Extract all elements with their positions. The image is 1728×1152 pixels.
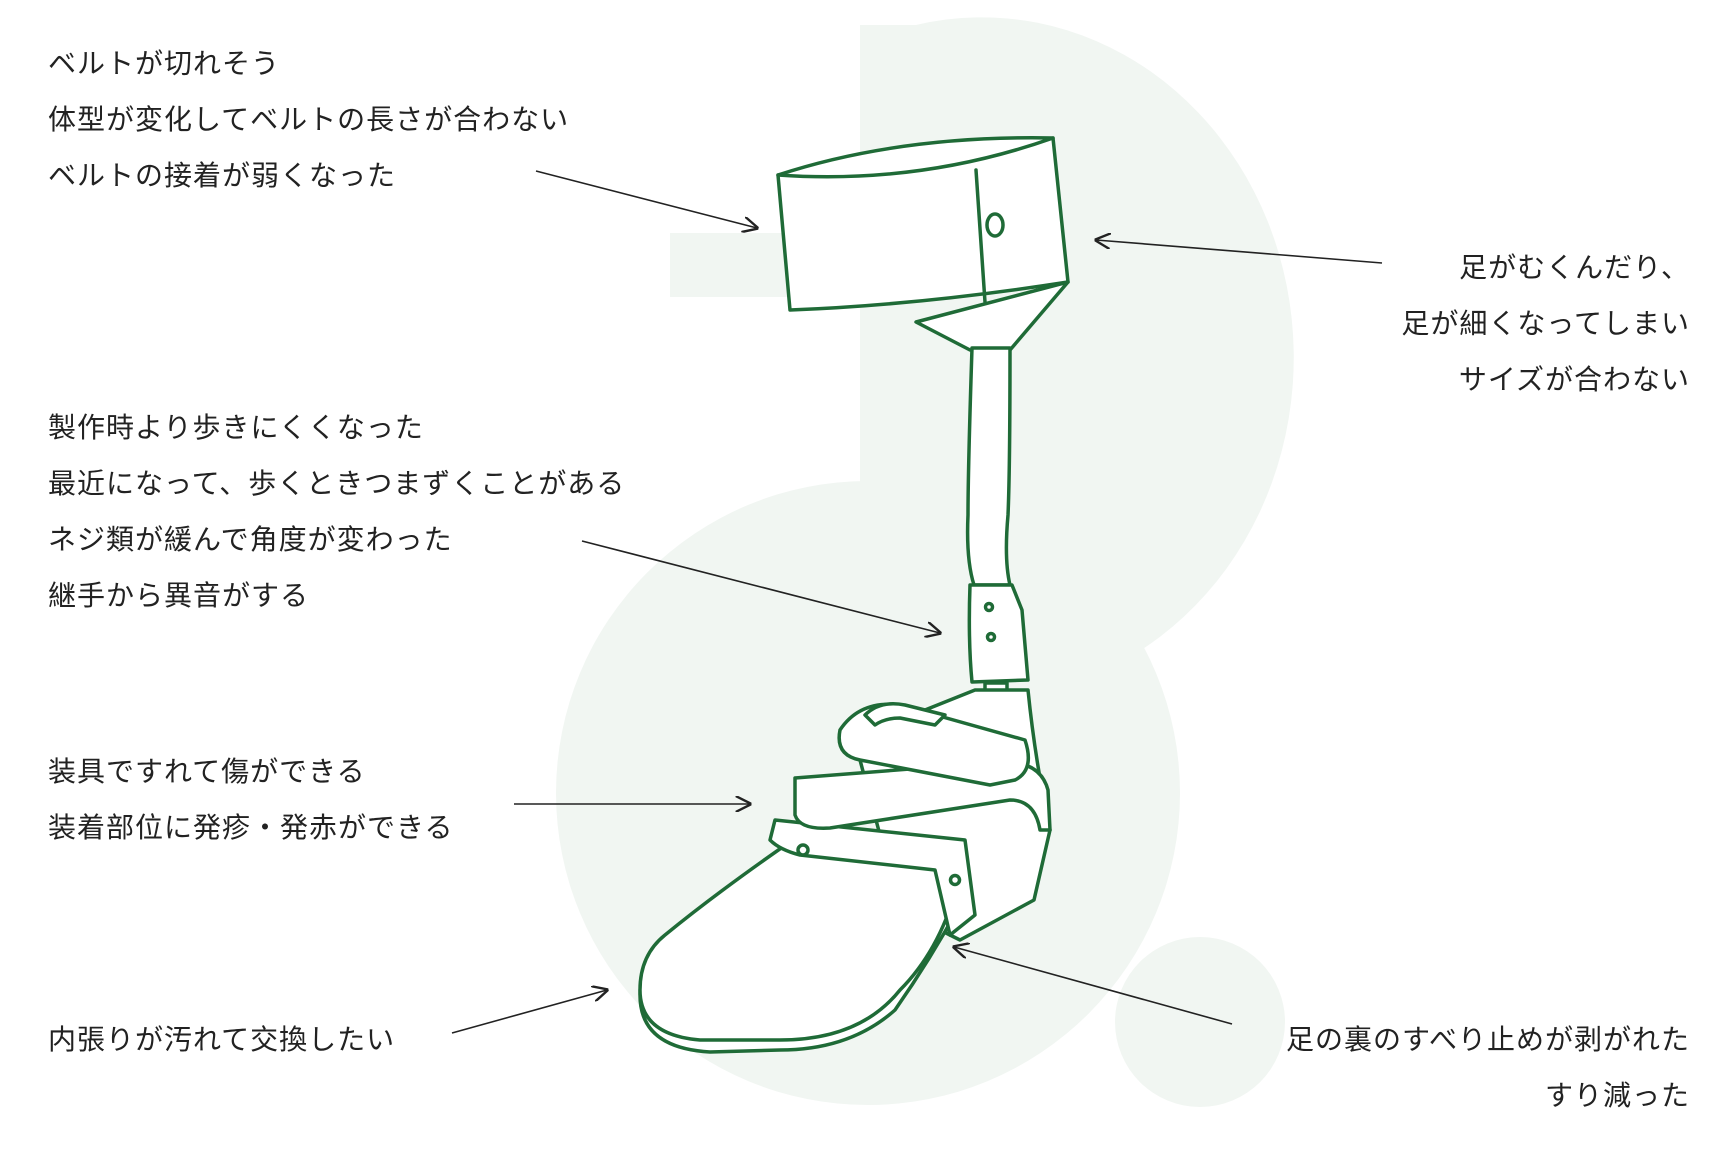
callout-joint-line-1: 製作時より歩きにくくなった [48, 411, 424, 444]
strap-rivet-right [948, 873, 962, 887]
callout-sole-line-2: すり減った [1544, 1079, 1690, 1112]
callout-belt-line-2: 体型が変化してベルトの長さが合わない [48, 103, 570, 136]
callout-fit-line-3: サイズが合わない [1458, 363, 1690, 396]
toe-shell [638, 833, 967, 1042]
arrow-lining [451, 990, 607, 1034]
callout-belt: ベルトが切れそう 体型が変化してベルトの長さが合わない ベルトの接着が弱くなった [48, 36, 569, 204]
cuff-band [776, 136, 1070, 312]
instep-strap [837, 702, 1031, 787]
bg-vertical-bar [860, 25, 916, 695]
arrow-joint [581, 540, 940, 633]
callout-arrows [451, 170, 1383, 1034]
joint-screw-lower [985, 631, 997, 643]
instep-strap-loop [863, 702, 947, 727]
joint-screw-upper [983, 601, 995, 613]
cuff-pad-divider [974, 168, 987, 304]
callout-joint-line-3: ネジ類が緩んで角度が変わった [48, 523, 453, 556]
callout-lining-line-1: 内張りが汚れて交換したい [48, 1023, 396, 1056]
bg-small-circle [1115, 937, 1285, 1107]
callout-joint-line-2: 最近になって、歩くときつまずくことがある [48, 467, 626, 500]
callout-fit: 足がむくんだり、 足が細くなってしまい サイズが合わない [1401, 240, 1690, 408]
arrow-fit [1096, 240, 1383, 264]
callout-lining: 内張りが汚れて交換したい [48, 1012, 395, 1068]
callout-joint: 製作時より歩きにくくなった 最近になって、歩くときつまずくことがある ネジ類が緩… [48, 400, 625, 624]
callout-skin: 装具ですれて傷ができる 装着部位に発疹・発赤ができる [48, 744, 453, 856]
callout-sole-line-1: 足の裏のすべり止めが剥がれた [1285, 1023, 1690, 1056]
arrow-sole [954, 947, 1233, 1025]
callout-joint-line-4: 継手から異音がする [48, 579, 310, 612]
callout-fit-line-2: 足が細くなってしまい [1401, 307, 1690, 340]
callout-skin-line-1: 装具ですれて傷ができる [48, 755, 366, 788]
ankle-foot-orthosis [638, 136, 1070, 1054]
callout-sole: 足の裏のすべり止めが剥がれた すり減った [1286, 1012, 1690, 1124]
callout-skin-line-2: 装着部位に発疹・発赤ができる [48, 811, 454, 844]
callout-belt-line-3: ベルトの接着が弱くなった [48, 159, 397, 192]
cuff-band-top [776, 136, 1055, 179]
ankle-joint [967, 583, 1030, 684]
arrow-belt [535, 170, 757, 228]
forefoot-strap [768, 818, 977, 937]
strap-rivet-left [796, 843, 810, 857]
callout-belt-line-1: ベルトが切れそう [48, 47, 281, 80]
cuff-hole [985, 212, 1005, 238]
callout-fit-line-1: 足がむくんだり、 [1459, 251, 1690, 284]
upright-bar [965, 346, 1012, 587]
